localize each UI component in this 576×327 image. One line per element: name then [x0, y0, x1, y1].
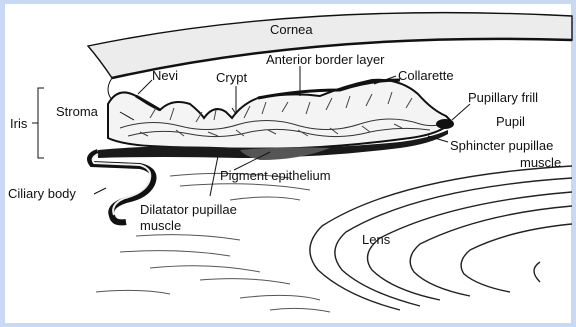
label-sphincter-line1: Sphincter pupillae — [450, 138, 553, 153]
label-ciliary-body: Ciliary body — [8, 186, 76, 201]
iris-stroma-shape — [108, 80, 454, 149]
label-sphincter-line2: muscle — [520, 155, 561, 170]
iris-bracket — [32, 88, 44, 158]
label-collarette: Collarette — [398, 68, 454, 83]
label-nevi: Nevi — [152, 68, 178, 83]
anterior-chamber-angle — [108, 78, 112, 100]
label-lens: Lens — [362, 232, 391, 247]
zonular-fibers — [96, 173, 330, 312]
label-crypt: Crypt — [216, 70, 247, 85]
label-anterior-border-layer: Anterior border layer — [266, 52, 385, 67]
label-pigment-epithelium: Pigment epithelium — [220, 168, 331, 183]
lens-shape — [310, 166, 572, 310]
label-cornea: Cornea — [270, 22, 313, 37]
label-dilatator-line1: Dilatator pupillae — [140, 202, 237, 217]
label-stroma: Stroma — [56, 104, 99, 119]
label-iris: Iris — [10, 116, 28, 131]
label-pupil: Pupil — [496, 114, 525, 129]
label-dilatator-line2: muscle — [140, 218, 181, 233]
label-pupillary-frill: Pupillary frill — [468, 90, 538, 105]
